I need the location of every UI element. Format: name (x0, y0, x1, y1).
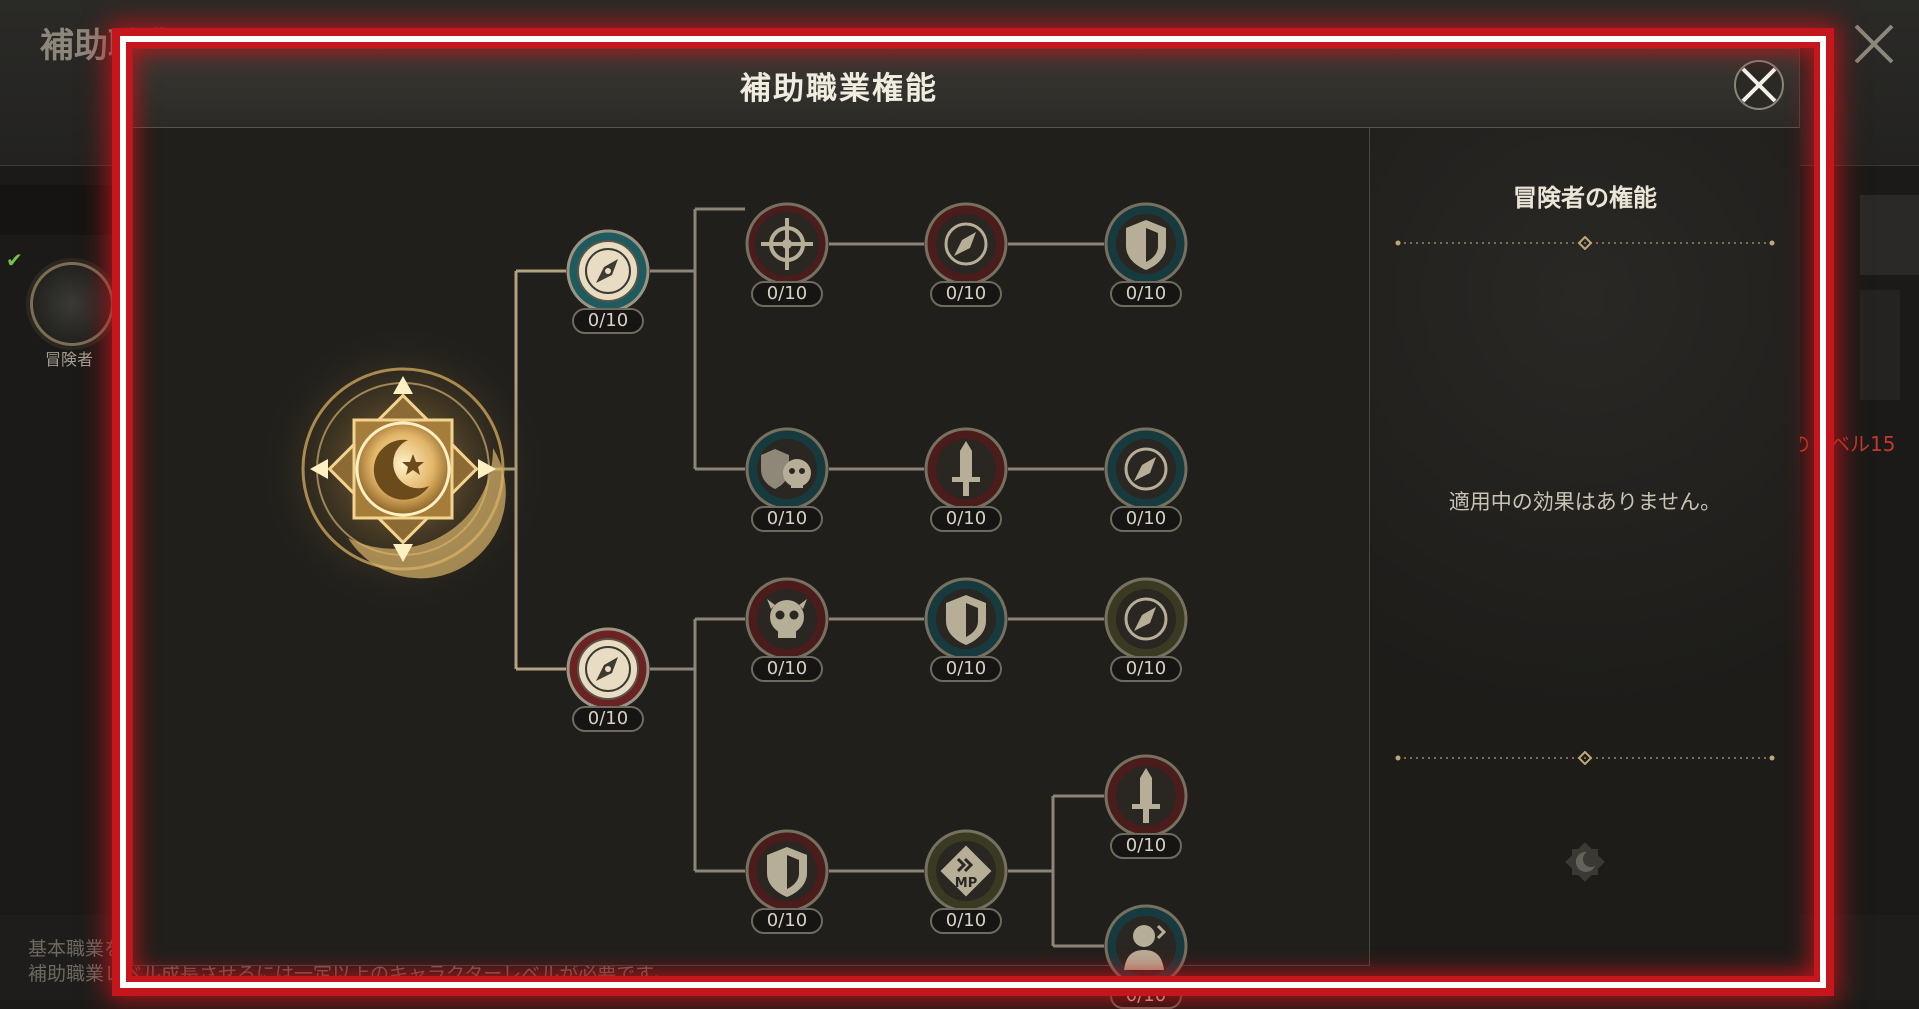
sword-icon (1104, 754, 1188, 838)
skill-level-badge: 0/10 (751, 281, 823, 307)
skill-level-badge: 0/10 (930, 281, 1002, 307)
background-level-requirement: のレベル15 (1790, 432, 1896, 456)
skill-node-c1[interactable]: 0/10 (745, 577, 829, 682)
mp-boost-icon: MP (924, 829, 1008, 913)
skill-level-badge: 0/10 (751, 656, 823, 682)
job-skill-modal: 補助職業権能 (132, 48, 1800, 1009)
background-class-label: 冒険者 (44, 350, 93, 369)
check-icon: ✔ (6, 248, 23, 272)
background-class-compass-icon (30, 262, 114, 346)
skill-level-badge: 0/10 (572, 706, 644, 732)
skill-level-badge: 0/10 (930, 908, 1002, 934)
crosshair-icon (745, 202, 829, 286)
skill-node-b1[interactable]: 0/10 (745, 427, 829, 532)
effects-panel-title: 冒険者の権能 (1513, 184, 1657, 212)
skill-level-badge: 0/10 (1110, 506, 1182, 532)
modal-header: 補助職業権能 (133, 49, 1799, 128)
compass-icon (566, 229, 650, 313)
skill-level-badge: 0/10 (572, 308, 644, 334)
compass-icon (924, 202, 1008, 286)
root-job-emblem[interactable] (253, 319, 553, 628)
ornament-divider (1395, 751, 1775, 765)
ornament-divider (1395, 236, 1775, 250)
skill-node-b2[interactable]: 0/10 (924, 427, 1008, 532)
compass-icon (1104, 427, 1188, 511)
background-right-panel-lower (1860, 290, 1900, 400)
skill-tree: 0/10 0/10 0/10 (133, 128, 1369, 1009)
skill-node-d3[interactable]: 0/10 (1104, 754, 1188, 859)
svg-text:MP: MP (955, 876, 977, 891)
skill-level-badge: 0/10 (751, 908, 823, 934)
skill-level-badge: 0/10 (751, 506, 823, 532)
skill-node-c3[interactable]: 0/10 (1104, 577, 1188, 682)
footer-line-1: 基本職業を (28, 938, 124, 960)
skill-level-badge: 0/10 (1110, 281, 1182, 307)
skill-node-c2[interactable]: 0/10 (924, 577, 1008, 682)
skill-node-b3[interactable]: 0/10 (1104, 427, 1188, 532)
skill-node-a2[interactable]: 0/10 (924, 202, 1008, 307)
shield-icon (1104, 202, 1188, 286)
skill-node-d2[interactable]: MP 0/10 (924, 829, 1008, 934)
skill-node-d1[interactable]: 0/10 (745, 829, 829, 934)
skill-node-a3[interactable]: 0/10 (1104, 202, 1188, 307)
skill-node-tier1-bottom[interactable]: 0/10 (566, 627, 650, 732)
skill-level-badge: 0/10 (1110, 833, 1182, 859)
person-icon (1104, 904, 1188, 988)
close-icon[interactable] (1731, 57, 1787, 113)
modal-title: 補助職業権能 (740, 71, 938, 107)
shield-icon (924, 577, 1008, 661)
skill-node-a1[interactable]: 0/10 (745, 202, 829, 307)
background-footer-text: 基本職業を 補助職業レベル成長させるには一定以上のキャラクターレベルが必要です。 (28, 937, 671, 987)
skill-level-badge: 0/10 (930, 656, 1002, 682)
effects-panel: 冒険者の権能 適用中の効果はありません。 (1369, 128, 1800, 966)
shield-skull-icon (745, 427, 829, 511)
crescent-moon-emblem-icon (1565, 842, 1605, 882)
no-effects-message: 適用中の効果はありません。 (1448, 490, 1722, 514)
footer-line-2: 補助職業レベル成長させるには一定以上のキャラクターレベルが必要です。 (28, 963, 672, 985)
skill-level-badge: 0/10 (930, 506, 1002, 532)
compass-icon (566, 627, 650, 711)
background-right-panel (1860, 195, 1919, 275)
skill-level-badge: 0/10 (1110, 656, 1182, 682)
skill-node-tier1-top[interactable]: 0/10 (566, 229, 650, 334)
crescent-moon-star-icon (253, 319, 553, 619)
background-close-icon (1854, 24, 1894, 64)
background-left-band (0, 185, 140, 235)
highlight-frame (120, 36, 1826, 988)
compass-icon (1104, 577, 1188, 661)
